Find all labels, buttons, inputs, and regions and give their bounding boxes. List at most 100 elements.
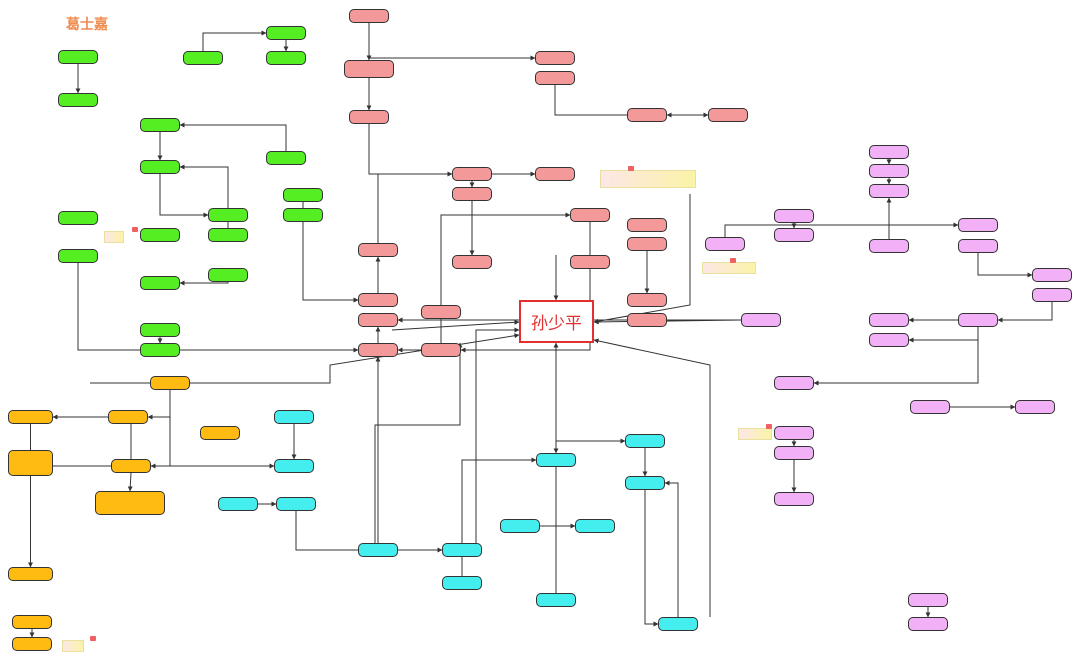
node-p19[interactable] — [570, 255, 610, 269]
node-u23[interactable] — [908, 617, 948, 631]
node-o3[interactable] — [200, 426, 240, 440]
node-p2[interactable] — [344, 60, 394, 78]
node-p15[interactable] — [421, 305, 461, 319]
node-p18[interactable] — [570, 208, 610, 222]
edge-c13-c15 — [644, 490, 659, 627]
node-u6[interactable] — [869, 239, 909, 253]
node-u13[interactable] — [869, 313, 909, 327]
node-u12[interactable] — [958, 313, 998, 327]
node-p17[interactable] — [421, 343, 461, 357]
node-o5[interactable] — [95, 491, 165, 515]
node-u8[interactable] — [958, 218, 998, 232]
node-c13[interactable] — [625, 476, 665, 490]
node-p12[interactable] — [358, 243, 398, 257]
node-o4[interactable] — [111, 459, 151, 473]
node-g1[interactable] — [58, 50, 98, 64]
node-u2[interactable] — [869, 164, 909, 178]
edge-g16-p13 — [302, 202, 359, 303]
node-c5[interactable] — [358, 543, 398, 557]
node-g10[interactable] — [208, 228, 248, 242]
node-p5[interactable] — [535, 71, 575, 85]
node-p9[interactable] — [452, 187, 492, 201]
node-u19[interactable] — [774, 426, 814, 440]
node-p23[interactable] — [627, 313, 667, 327]
node-o9[interactable] — [12, 615, 52, 629]
edge-c7-c8 — [461, 457, 537, 576]
node-g3[interactable] — [183, 51, 223, 65]
node-u1[interactable] — [869, 145, 909, 159]
node-o2[interactable] — [108, 410, 148, 424]
node-o1[interactable] — [150, 376, 190, 390]
node-u21[interactable] — [774, 492, 814, 506]
node-g5[interactable] — [266, 51, 306, 65]
node-g4[interactable] — [266, 26, 306, 40]
node-o7[interactable] — [8, 450, 53, 476]
node-p3[interactable] — [349, 110, 389, 124]
node-u18[interactable] — [1015, 400, 1055, 414]
node-o8[interactable] — [8, 567, 53, 581]
node-u11[interactable] — [1032, 288, 1072, 302]
node-g11[interactable] — [140, 228, 180, 242]
node-c1[interactable] — [274, 410, 314, 424]
node-g17[interactable] — [283, 208, 323, 222]
node-u17[interactable] — [910, 400, 950, 414]
node-p1[interactable] — [349, 9, 389, 23]
node-c6[interactable] — [442, 543, 482, 557]
center-node-sun-shaoping[interactable]: 孙少平 — [519, 300, 594, 343]
node-p16[interactable] — [358, 343, 398, 357]
node-p21[interactable] — [627, 237, 667, 251]
node-c14[interactable] — [658, 617, 698, 631]
node-g18[interactable] — [58, 211, 98, 225]
node-u15[interactable] — [741, 313, 781, 327]
edge-c14-c13 — [664, 480, 679, 617]
node-c12[interactable] — [625, 434, 665, 448]
node-p11[interactable] — [535, 167, 575, 181]
node-u22[interactable] — [908, 593, 948, 607]
node-u9[interactable] — [958, 239, 998, 253]
node-g8[interactable] — [140, 160, 180, 174]
node-u7[interactable] — [705, 237, 745, 251]
node-g7[interactable] — [140, 118, 180, 132]
node-u10[interactable] — [1032, 268, 1072, 282]
node-g19[interactable] — [58, 249, 98, 263]
node-c9[interactable] — [500, 519, 540, 533]
node-p13[interactable] — [358, 293, 398, 307]
node-p22[interactable] — [627, 293, 667, 307]
trunk-edge-6 — [374, 342, 463, 543]
node-u4[interactable] — [774, 209, 814, 223]
node-g16[interactable] — [283, 188, 323, 202]
note-pin-icon — [628, 166, 634, 171]
node-u16[interactable] — [774, 376, 814, 390]
node-c2[interactable] — [274, 459, 314, 473]
node-g14[interactable] — [140, 323, 180, 337]
node-u5[interactable] — [774, 228, 814, 242]
node-p6[interactable] — [627, 108, 667, 122]
node-g2[interactable] — [58, 93, 98, 107]
node-p7[interactable] — [708, 108, 748, 122]
node-c8[interactable] — [536, 453, 576, 467]
note-pin-icon — [730, 258, 736, 263]
note-pin-icon — [766, 424, 772, 429]
node-c11[interactable] — [536, 593, 576, 607]
node-c7[interactable] — [442, 576, 482, 590]
node-u14[interactable] — [869, 333, 909, 347]
node-g13[interactable] — [140, 276, 180, 290]
trunk-edge-8 — [593, 338, 711, 617]
node-p4[interactable] — [535, 51, 575, 65]
node-p14[interactable] — [358, 313, 398, 327]
node-p10[interactable] — [452, 255, 492, 269]
node-g9[interactable] — [208, 208, 248, 222]
node-c4[interactable] — [276, 497, 316, 511]
node-g6[interactable] — [266, 151, 306, 165]
node-g15[interactable] — [140, 343, 180, 357]
node-p20[interactable] — [627, 218, 667, 232]
node-o6[interactable] — [8, 410, 53, 424]
node-o10[interactable] — [12, 637, 52, 651]
node-u20[interactable] — [774, 446, 814, 460]
node-c3[interactable] — [218, 497, 258, 511]
node-p8[interactable] — [452, 167, 492, 181]
node-u3[interactable] — [869, 184, 909, 198]
node-g12[interactable] — [208, 268, 248, 282]
edge-c12-c14 — [644, 448, 659, 627]
node-c10[interactable] — [575, 519, 615, 533]
